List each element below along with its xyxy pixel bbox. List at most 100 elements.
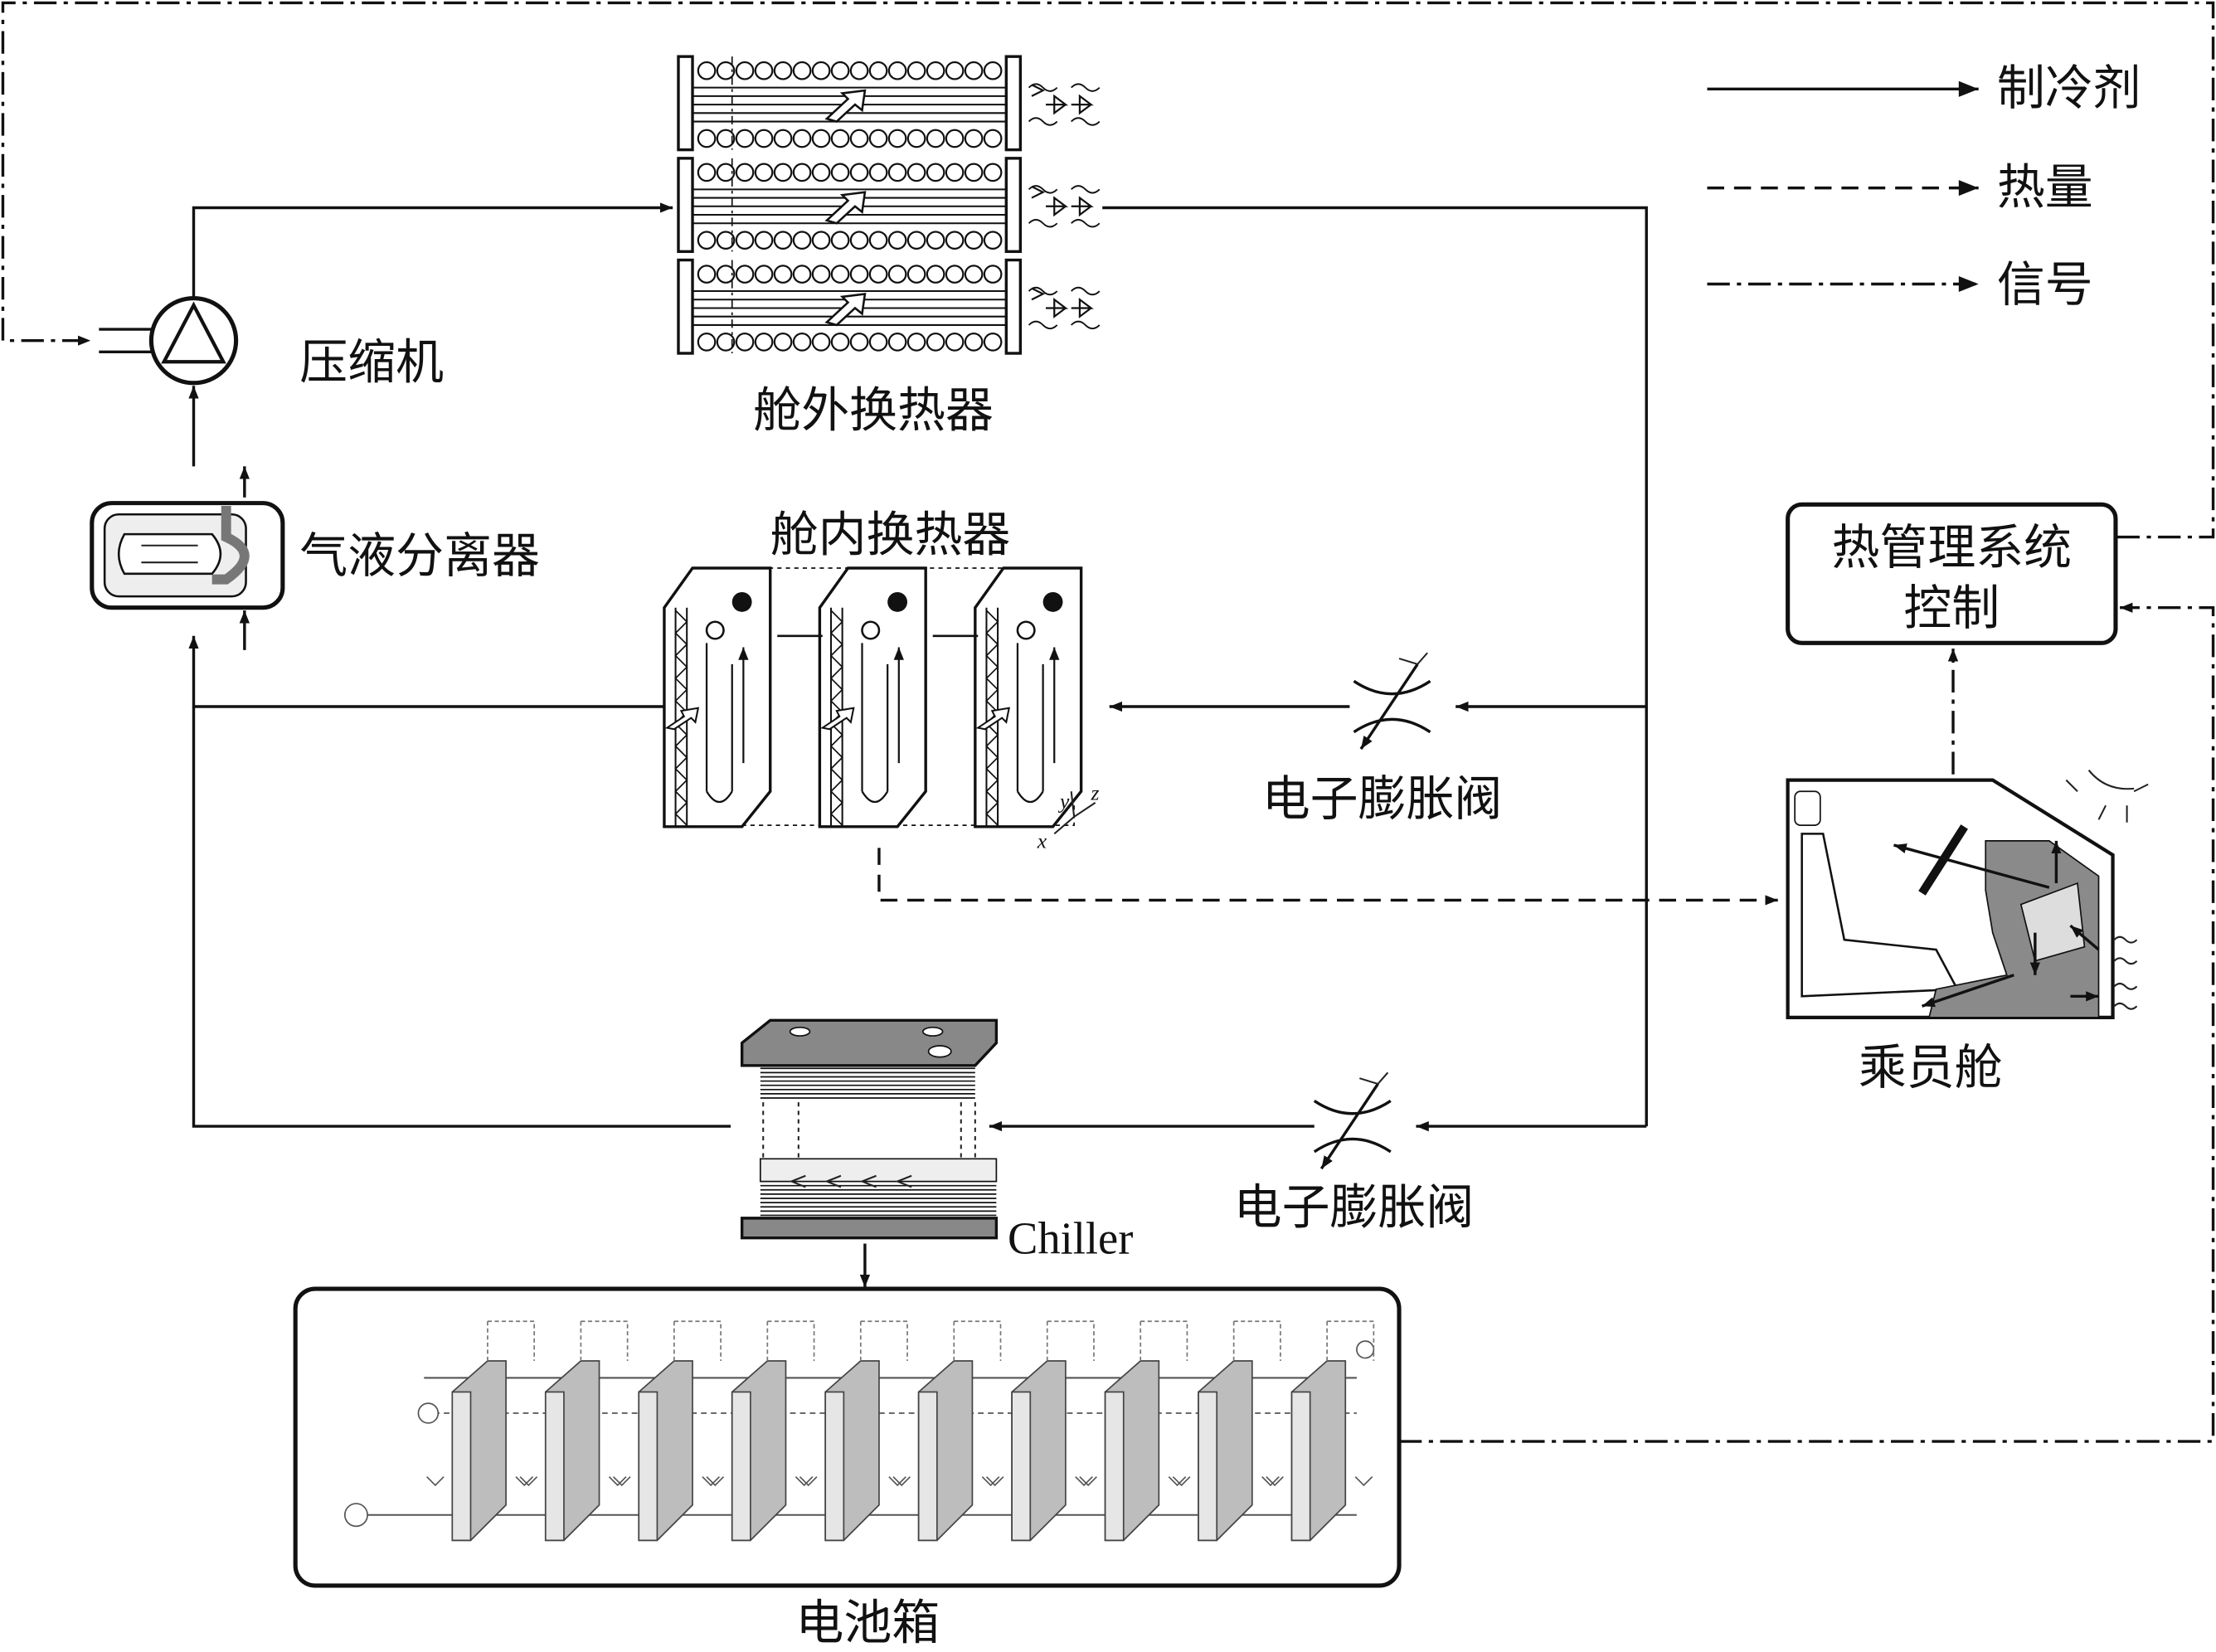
fin-coil xyxy=(868,265,888,284)
fin-coil xyxy=(830,129,850,148)
fin-coil xyxy=(735,163,755,182)
expansion-valve-2-label: 电子膨胀阀 xyxy=(1234,1179,1475,1236)
fin-coil xyxy=(792,163,812,182)
fin-coil xyxy=(926,265,945,284)
fin-coil xyxy=(735,265,755,284)
fin-coil xyxy=(926,163,945,182)
valve-symbol-icon xyxy=(1266,1476,1373,1487)
cell-signal-link xyxy=(487,1320,536,1361)
fin-coil xyxy=(754,61,774,80)
fin-coil xyxy=(792,61,812,80)
fin-coil xyxy=(811,265,831,284)
fin-coil xyxy=(964,265,984,284)
fin-coil xyxy=(906,265,926,284)
fin-coil xyxy=(945,231,965,250)
compressor-triangle-icon xyxy=(161,301,226,364)
fin-coil xyxy=(754,265,774,284)
fin-coil xyxy=(887,231,907,250)
fin-coil xyxy=(792,333,812,352)
expansion-valve-1 xyxy=(1353,652,1431,751)
valve-symbol-icon xyxy=(892,1476,1000,1487)
legend: 制冷剂 热量 信号 xyxy=(1707,60,2141,313)
fin-coil xyxy=(983,163,1003,182)
fin-coil xyxy=(983,265,1003,284)
fin-coil xyxy=(945,333,965,352)
valve-symbol-icon xyxy=(1172,1476,1280,1487)
fin-coil xyxy=(811,333,831,352)
sensor-icon xyxy=(1356,1340,1375,1359)
outer-heat-exchanger xyxy=(677,55,1101,355)
cell-signal-link xyxy=(1232,1320,1281,1361)
fin-coil xyxy=(697,163,717,182)
fin-coil xyxy=(754,163,774,182)
fin-coil xyxy=(945,61,965,80)
fin-coil xyxy=(849,333,869,352)
fin-coil xyxy=(735,231,755,250)
cell-face xyxy=(451,1391,472,1542)
fin-coil xyxy=(945,129,965,148)
valve-symbol-icon xyxy=(519,1476,627,1487)
valve-symbol-icon xyxy=(706,1476,814,1487)
fin-coil xyxy=(964,61,984,80)
fin-coil xyxy=(792,129,812,148)
fin-coil xyxy=(716,265,736,284)
axis-x-label: x xyxy=(1037,828,1047,853)
fin-coil xyxy=(697,129,717,148)
cell-signal-link xyxy=(1140,1320,1188,1361)
signal-line-control-to-compressor xyxy=(1,1,2215,539)
air-wave-icon xyxy=(1028,286,1101,330)
fin-coil xyxy=(964,333,984,352)
battery-cell xyxy=(519,1320,629,1542)
fin-coil xyxy=(773,61,793,80)
airflow-arrow-icon xyxy=(824,89,867,123)
compressor-label: 压缩机 xyxy=(299,334,444,391)
cell-face xyxy=(1011,1391,1032,1542)
fin-coil xyxy=(716,163,736,182)
fin-coil xyxy=(887,333,907,352)
fin-coil xyxy=(887,61,907,80)
separator-label: 气液分离器 xyxy=(299,527,540,584)
axis-y-label: y xyxy=(1057,790,1070,814)
axis-indicator: x y z xyxy=(1037,780,1100,853)
control-label-line1: 热管理系统 xyxy=(1831,519,2072,576)
air-out-icon xyxy=(1031,84,1094,115)
cell-face xyxy=(1290,1391,1311,1542)
cell-face xyxy=(1104,1391,1125,1542)
port-icon xyxy=(731,591,752,612)
fin-coil xyxy=(830,265,850,284)
fin-coil xyxy=(811,61,831,80)
expansion-valve-2 xyxy=(1313,1071,1392,1170)
fin-coil xyxy=(868,333,888,352)
battery-cell xyxy=(426,1320,536,1542)
port-icon xyxy=(705,620,725,640)
header-left xyxy=(677,55,694,152)
chiller xyxy=(740,1018,999,1240)
header-right xyxy=(1004,258,1023,355)
thermal-management-control-box xyxy=(1786,502,2118,645)
fin-coil xyxy=(906,129,926,148)
air-out-icon xyxy=(1031,185,1094,217)
fin-coil xyxy=(887,163,907,182)
cell-signal-link xyxy=(673,1320,722,1361)
fin-coil xyxy=(773,333,793,352)
fin-coil xyxy=(811,231,831,250)
plate-body xyxy=(818,566,927,828)
fin-coil xyxy=(830,231,850,250)
port-icon xyxy=(861,620,881,640)
passenger-cabin xyxy=(1786,770,2149,1020)
header-right xyxy=(1004,55,1023,152)
fin-coil xyxy=(887,265,907,284)
axis-z-label: z xyxy=(1091,780,1100,804)
cell-signal-link xyxy=(859,1320,908,1361)
expansion-valve-1-label: 电子膨胀阀 xyxy=(1262,770,1503,827)
chiller-label: Chiller xyxy=(1008,1212,1133,1263)
fin-coil xyxy=(754,231,774,250)
fin-coil xyxy=(983,231,1003,250)
fin-coil xyxy=(868,231,888,250)
fin-coil xyxy=(792,231,812,250)
fin-coil xyxy=(887,129,907,148)
fin-coil xyxy=(849,265,869,284)
fin-coil xyxy=(868,129,888,148)
cell-signal-link xyxy=(1326,1320,1375,1361)
